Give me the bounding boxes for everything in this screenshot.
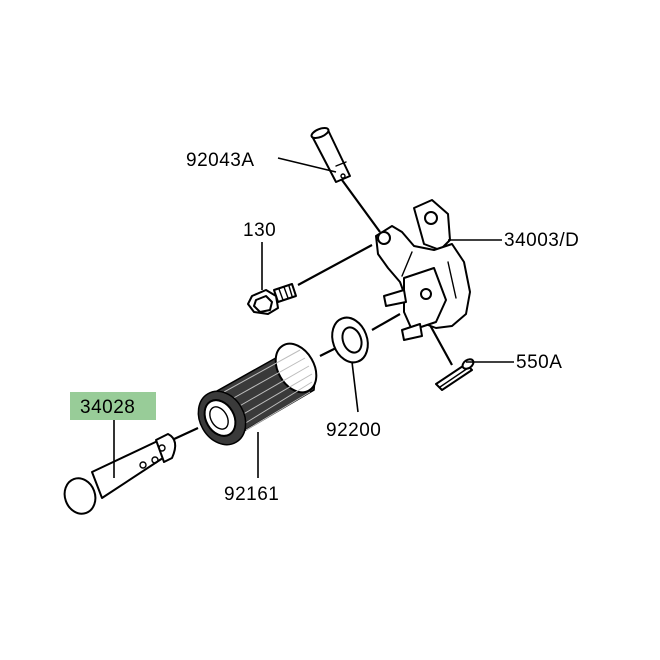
rubber-grip-icon (197, 342, 318, 446)
part-labels: 92043A 130 34003/D 550A 92200 92161 3402… (70, 150, 579, 505)
label-34028[interactable]: 34028 (80, 397, 135, 418)
pin-icon (310, 126, 351, 183)
bolt-icon (247, 283, 297, 315)
cotter-pin-icon (435, 358, 475, 391)
footpeg-pin-icon (63, 433, 177, 515)
highlight-box (70, 392, 156, 420)
footpeg-bracket-icon (375, 199, 471, 341)
label-92161[interactable]: 92161 (224, 484, 279, 505)
label-550A[interactable]: 550A (516, 352, 562, 373)
label-92043A[interactable]: 92043A (186, 150, 255, 171)
label-130[interactable]: 130 (243, 220, 276, 241)
washer-icon (331, 316, 369, 364)
label-34003-D[interactable]: 34003/D (504, 230, 579, 251)
assembly-axes (171, 179, 453, 441)
label-92200[interactable]: 92200 (326, 420, 381, 441)
leader-lines (113, 157, 514, 478)
